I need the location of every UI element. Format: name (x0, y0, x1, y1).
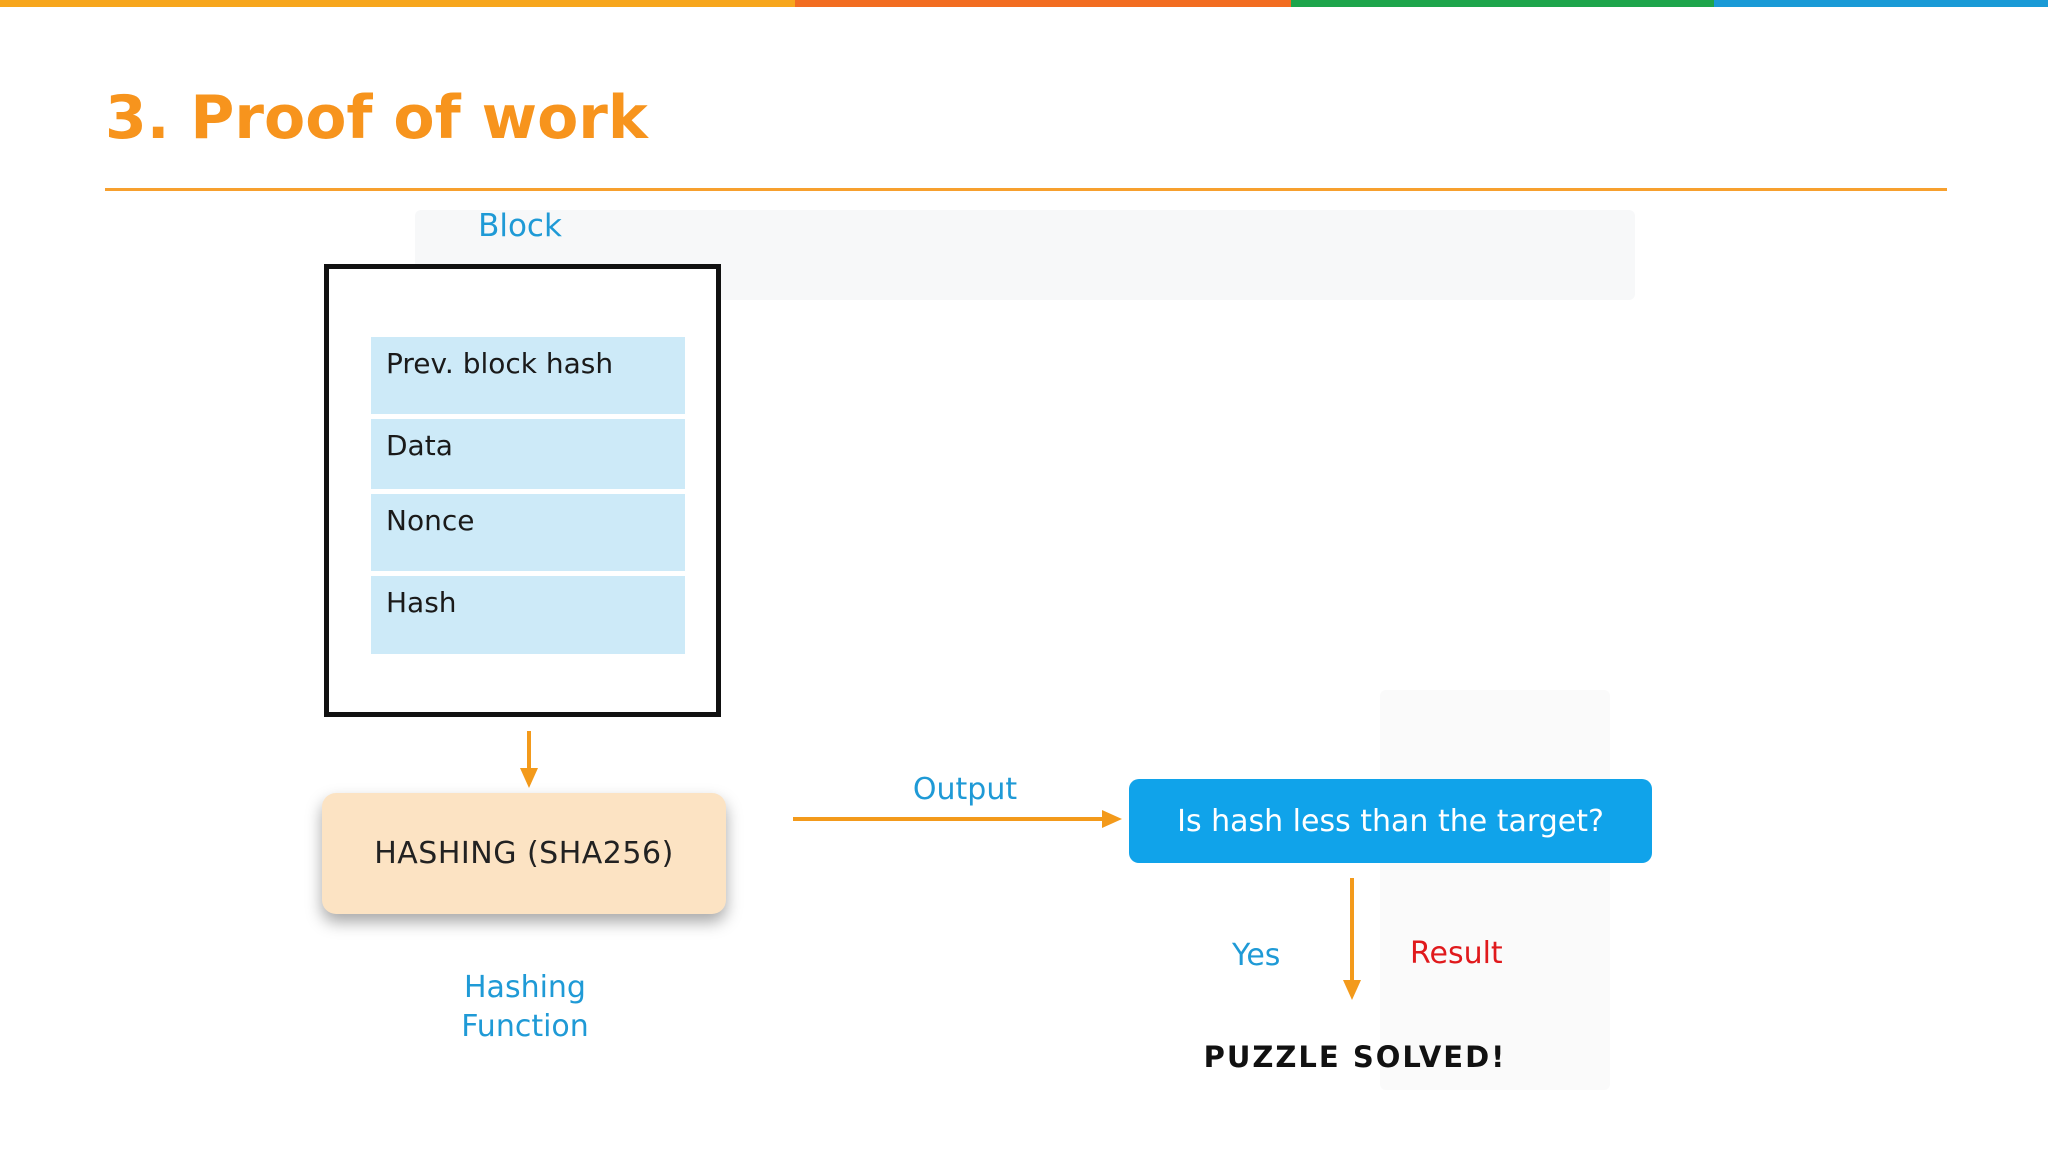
arrow-question-to-result-head (1343, 980, 1361, 1000)
top-bar-segment-red-orange (795, 0, 1291, 7)
arrow-block-to-hashing (527, 731, 531, 771)
block-field-nonce: Nonce (371, 494, 685, 571)
arrow-block-to-hashing-head (520, 768, 538, 788)
block-label: Block (478, 208, 562, 244)
result-label: Result (1410, 936, 1503, 971)
yes-label: Yes (1232, 938, 1281, 973)
top-bar-segment-orange (0, 0, 795, 7)
hashing-box: HASHING (SHA256) (322, 793, 726, 914)
block-container: Prev. block hash Data Nonce Hash (324, 264, 721, 717)
background-ghost-panel (1380, 690, 1610, 1090)
title-underline (105, 188, 1947, 191)
slide-title: 3. Proof of work (105, 83, 648, 153)
target-question-box: Is hash less than the target? (1129, 779, 1652, 863)
block-field-data: Data (371, 419, 685, 489)
hashing-function-caption: Hashing Function (461, 970, 589, 1044)
arrow-hashing-to-question (793, 817, 1105, 821)
output-label: Output (912, 772, 1018, 807)
puzzle-solved-text: PUZZLE SOLVED! (1203, 1040, 1507, 1074)
block-field-hash: Hash (371, 576, 685, 654)
arrow-question-to-result (1350, 878, 1354, 983)
top-color-bar (0, 0, 2048, 7)
top-bar-segment-green (1291, 0, 1714, 7)
arrow-hashing-to-question-head (1102, 810, 1122, 828)
top-bar-segment-blue (1714, 0, 2048, 7)
block-field-prev-hash: Prev. block hash (371, 337, 685, 414)
